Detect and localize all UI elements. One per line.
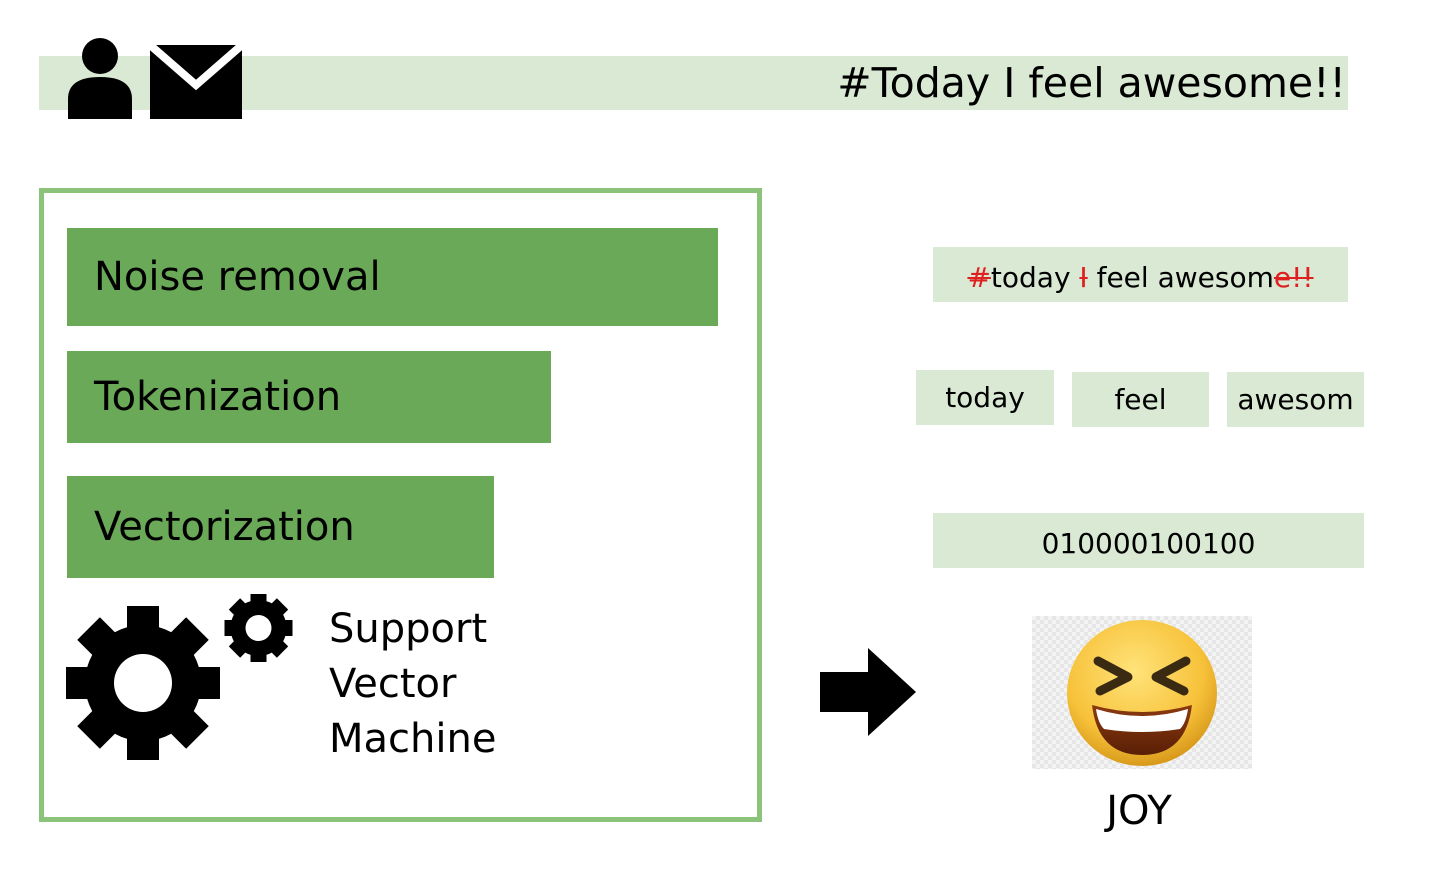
gear-large-icon [66, 606, 220, 760]
step-noise-removal: Noise removal [67, 228, 718, 326]
token-box: today [916, 370, 1054, 425]
classifier-line-3: Machine [329, 716, 497, 762]
token-box: awesom [1227, 372, 1364, 427]
classifier-line-2: Vector [329, 661, 457, 707]
user-icon [68, 38, 132, 119]
tweet-bar [39, 56, 1348, 110]
step-tokenization: Tokenization [67, 351, 551, 443]
mail-icon [150, 45, 242, 119]
token-box: feel [1072, 372, 1209, 427]
emotion-label: JOY [1106, 788, 1172, 834]
grinning-squinting-face-icon [1067, 620, 1217, 766]
classifier-line-1: Support [329, 606, 488, 652]
step-vectorization: Vectorization [67, 476, 494, 578]
removed-hash: # [967, 261, 991, 294]
removed-i: I [1079, 261, 1088, 294]
removed-tail: e!! [1273, 261, 1314, 294]
right-arrow-icon [820, 648, 916, 736]
kept-today: today [990, 261, 1080, 294]
kept-middle: feel awesom [1087, 261, 1274, 294]
pipeline-panel [39, 188, 762, 822]
gear-small-icon [224, 594, 293, 662]
tweet-text: #Today I feel awesome!! [837, 59, 1346, 107]
classifier-label: Support Vector Machine [329, 602, 496, 767]
vector-box: 010000100100 [933, 513, 1364, 568]
